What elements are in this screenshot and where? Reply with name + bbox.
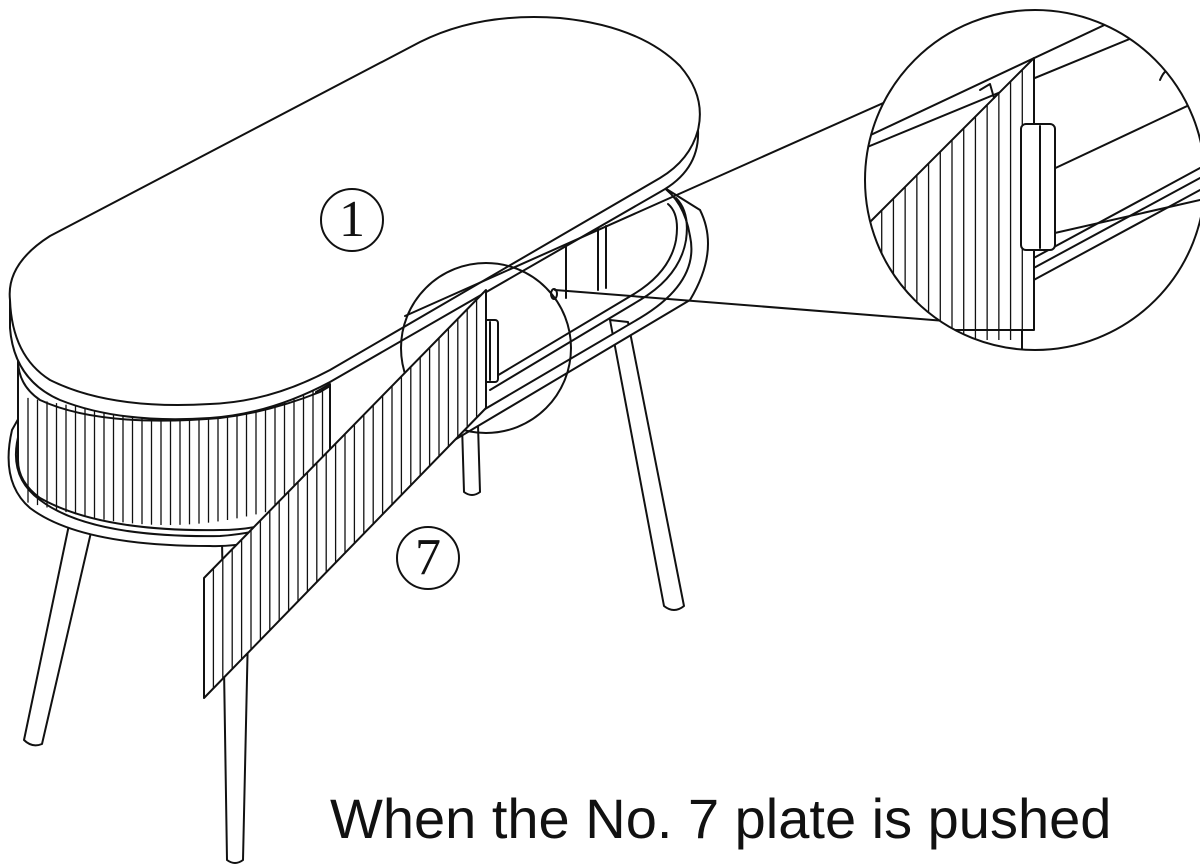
part-number-7: 7 <box>396 526 460 590</box>
leader-lines <box>404 99 959 323</box>
part-number-7-label: 7 <box>415 529 441 586</box>
inner-shelf-edge <box>489 197 688 391</box>
inner-shelf-edge-2 <box>489 203 678 381</box>
lower-rim <box>7 184 709 548</box>
instruction-caption: When the No. 7 plate is pushed <box>330 787 1112 850</box>
leg-right <box>609 319 685 611</box>
leg-left <box>23 519 93 747</box>
leg-back-left <box>461 424 481 496</box>
part-number-1: 1 <box>320 188 384 252</box>
fluted-body-panel <box>17 359 331 532</box>
part-number-1-label: 1 <box>339 191 365 248</box>
fluted-door-part-7 <box>203 289 487 699</box>
detail-magnifier-large <box>864 9 1200 351</box>
